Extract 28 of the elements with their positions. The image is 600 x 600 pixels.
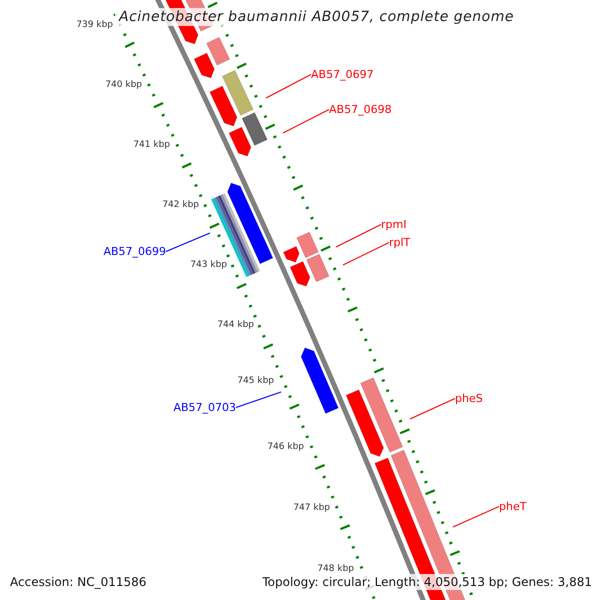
leader-line — [236, 392, 282, 408]
scale-label: 748 kbp — [317, 564, 354, 575]
gene-label: rpmI — [381, 218, 406, 231]
scale-label: 742 kbp — [162, 200, 199, 211]
genome-summary-text: Topology: circular; Length: 4,050,513 bp; Genes: 3,881 — [260, 574, 594, 590]
gene-label: pheT — [499, 500, 526, 513]
leader-line — [282, 109, 330, 134]
gene-label: pheS — [455, 392, 483, 405]
scale-label: 740 kbp — [105, 80, 142, 91]
scale-label: 746 kbp — [267, 442, 304, 453]
gene-label: AB57_0703 — [173, 401, 236, 414]
leader-line — [342, 242, 390, 266]
scale-label: 743 kbp — [190, 260, 227, 271]
accession-text: Accession: NC_011586 — [8, 574, 148, 590]
leader-line — [336, 224, 382, 248]
scale-label: 741 kbp — [133, 140, 170, 151]
leader-line — [452, 506, 500, 528]
leader-line — [410, 398, 456, 420]
scale-label: 745 kbp — [237, 376, 274, 387]
gene-label: AB57_0698 — [329, 103, 392, 116]
scale-label: 747 kbp — [293, 503, 330, 514]
gene-label: AB57_0699 — [103, 245, 166, 258]
leader-line — [266, 74, 312, 98]
leader-line — [166, 232, 210, 252]
scale-label: 739 kbp — [76, 20, 113, 31]
gene-label: AB57_0697 — [311, 68, 374, 81]
gene-label: rplT — [389, 236, 410, 249]
scale-label: 744 kbp — [217, 320, 254, 331]
